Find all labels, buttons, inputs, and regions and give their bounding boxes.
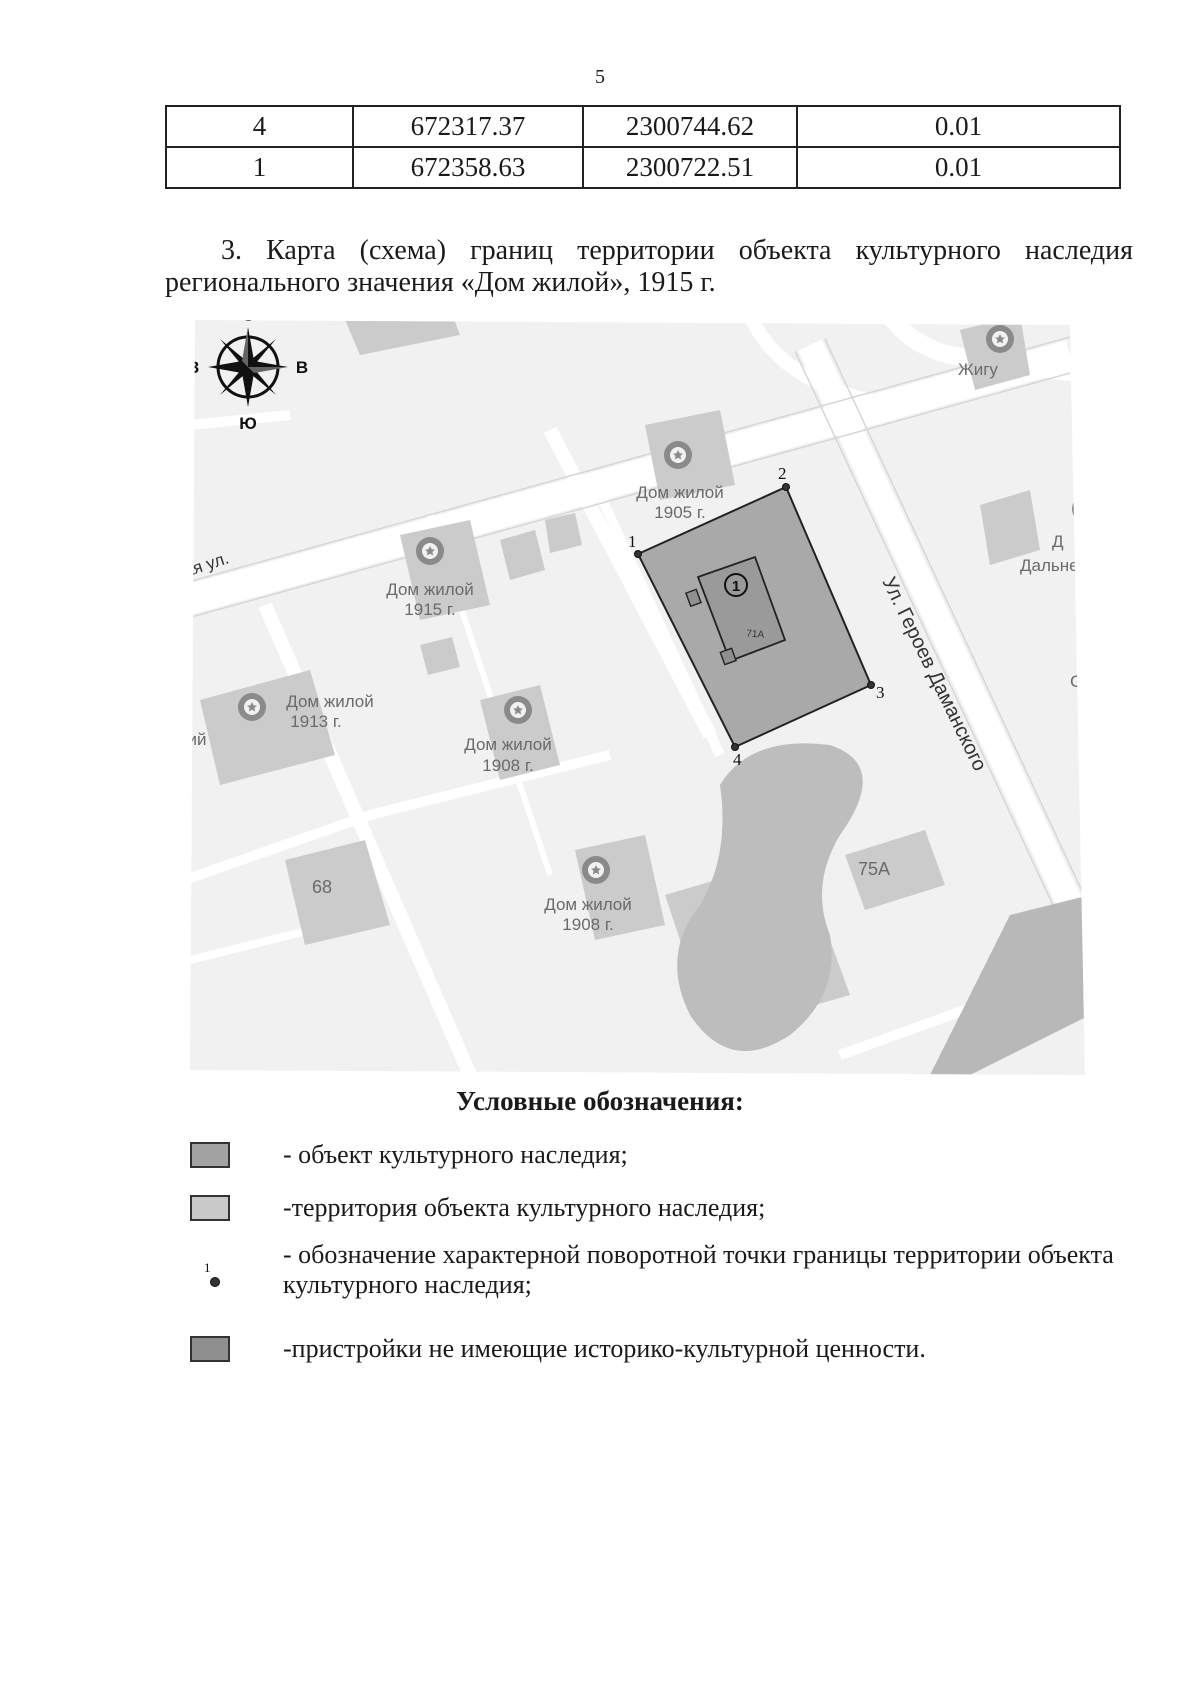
boundary-point bbox=[731, 743, 739, 751]
boundary-point bbox=[634, 550, 642, 558]
table-row: 4 672317.37 2300744.62 0.01 bbox=[165, 105, 1121, 148]
table-cell-point: 4 bbox=[165, 105, 354, 148]
building-label-name: Дом жилой bbox=[544, 895, 632, 914]
building-label-name: Дом жилой bbox=[636, 483, 724, 502]
building-label-year: 1913 г. bbox=[290, 712, 341, 731]
table-row: 1 672358.63 2300722.51 0.01 bbox=[165, 146, 1121, 189]
legend-item-object: - объект культурного наследия; bbox=[190, 1140, 1140, 1174]
legend-text: -пристройки не имеющие историко-культурн… bbox=[283, 1334, 926, 1363]
table-cell-error: 0.01 bbox=[796, 146, 1121, 189]
poi-icon bbox=[416, 537, 444, 565]
legend-swatch bbox=[190, 1142, 230, 1168]
poi-icon bbox=[986, 325, 1014, 353]
page-number: 5 bbox=[595, 66, 605, 88]
edge-label: Д bbox=[1052, 532, 1064, 551]
building-label-year: 1908 г. bbox=[562, 915, 613, 934]
compass-west: З bbox=[190, 358, 199, 377]
table-cell-error: 0.01 bbox=[796, 105, 1121, 148]
edge-label: С bbox=[1070, 672, 1082, 691]
boundary-point-icon: 1 bbox=[204, 1260, 220, 1287]
object-address: 71А bbox=[746, 628, 765, 641]
legend-item-territory: -территория объекта культурного наследия… bbox=[190, 1193, 1140, 1227]
map-background bbox=[190, 320, 1085, 1075]
boundary-points bbox=[634, 483, 875, 751]
legend-item-point: 1 - обозначение характерной поворотной т… bbox=[190, 1240, 1140, 1310]
point-label: 4 bbox=[733, 750, 742, 769]
section-heading: 3. Карта (схема) границ территории объек… bbox=[165, 235, 1133, 299]
table-cell-x: 672317.37 bbox=[352, 105, 584, 148]
compass-south: Ю bbox=[239, 414, 257, 433]
lower-right-area bbox=[930, 895, 1085, 1075]
table-cell-y: 2300722.51 bbox=[582, 146, 798, 189]
boundary-point bbox=[782, 483, 790, 491]
coordinates-table: 4 672317.37 2300744.62 0.01 1 672358.63 … bbox=[165, 105, 1121, 189]
building-label-year: 1905 г. bbox=[654, 503, 705, 522]
point-label: 1 bbox=[628, 532, 637, 551]
poi-icon bbox=[582, 856, 610, 884]
legend-point-label: 1 bbox=[204, 1260, 211, 1275]
house-numbers: 68 75А bbox=[312, 859, 890, 897]
house-number: 75А bbox=[858, 859, 890, 879]
building-label-year: 1908 г. bbox=[482, 756, 533, 775]
object-number: 1 bbox=[732, 578, 740, 595]
compass-icon bbox=[208, 327, 288, 407]
legend-text: -территория объекта культурного наследия… bbox=[283, 1193, 766, 1222]
legend-swatch bbox=[190, 1336, 230, 1362]
building-labels: Дом жилой 1905 г. Дом жилой 1915 г. Дом … bbox=[286, 483, 724, 934]
building-label-year: 1915 г. bbox=[404, 600, 455, 619]
legend-title: Условные обозначения: bbox=[456, 1086, 744, 1116]
heading-line-1: 3. Карта (схема) границ территории объек… bbox=[221, 235, 1133, 266]
legend-item-annex: -пристройки не имеющие историко-культурн… bbox=[190, 1334, 1140, 1368]
edge-labels: Жигу Д Дальне рий С bbox=[190, 360, 1082, 749]
poi-icon bbox=[504, 696, 532, 724]
house-number: 68 bbox=[312, 877, 332, 897]
heading-line-2: регионального значения «Дом жилой», 1915… bbox=[165, 267, 716, 298]
poi-icon bbox=[664, 441, 692, 469]
poi-icon bbox=[238, 693, 266, 721]
legend-text: - объект культурного наследия; bbox=[283, 1140, 628, 1169]
compass-north: С bbox=[242, 315, 254, 325]
boundary-point bbox=[867, 681, 875, 689]
edge-label: рий bbox=[190, 730, 206, 749]
table-cell-point: 1 bbox=[165, 146, 354, 189]
legend-text: - обозначение характерной поворотной точ… bbox=[283, 1240, 1114, 1299]
boundary-map: 1 71А 1 2 3 4 Дом жилой 1905 г bbox=[190, 315, 1090, 1075]
edge-label: Жигу bbox=[958, 360, 998, 379]
building-label-name: Дом жилой bbox=[386, 580, 474, 599]
point-label: 3 bbox=[876, 683, 885, 702]
legend-swatch bbox=[190, 1195, 230, 1221]
table-cell-y: 2300744.62 bbox=[582, 105, 798, 148]
compass-east: В bbox=[296, 358, 308, 377]
table-cell-x: 672358.63 bbox=[352, 146, 584, 189]
heritage-object bbox=[685, 555, 787, 666]
point-label: 2 bbox=[778, 464, 787, 483]
water-area bbox=[677, 743, 863, 1051]
poi-icon bbox=[1072, 495, 1085, 523]
building-label-name: Дом жилой bbox=[464, 735, 552, 754]
building-label-name: Дом жилой bbox=[286, 692, 374, 711]
edge-label: Дальне bbox=[1020, 556, 1079, 575]
